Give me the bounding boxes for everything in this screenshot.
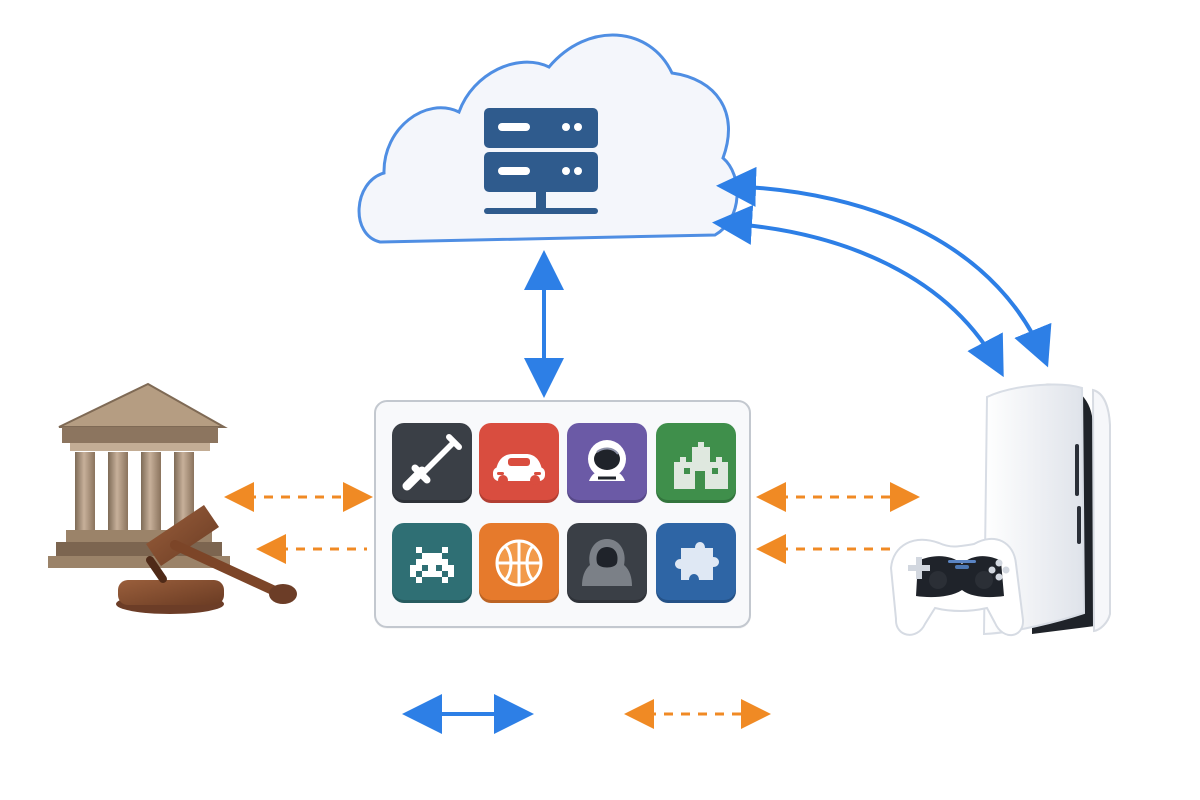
hooded-figure-icon	[582, 539, 632, 586]
space-invader-tile[interactable]	[392, 523, 472, 603]
astronaut-icon	[588, 440, 626, 481]
astronaut-tile[interactable]	[567, 423, 647, 503]
castle-tile[interactable]	[656, 423, 736, 503]
basketball-tile[interactable]	[479, 523, 559, 603]
cloud	[357, 33, 739, 244]
basketball-icon	[495, 539, 543, 587]
cloud-console-arrow-2	[712, 204, 1004, 378]
puzzle-tile[interactable]	[656, 523, 736, 603]
gavel	[116, 505, 297, 614]
car-icon	[493, 454, 545, 485]
hooded-figure-tile[interactable]	[567, 523, 647, 603]
sword-icon	[402, 434, 462, 491]
car-tile[interactable]	[479, 423, 559, 503]
controller	[889, 537, 1025, 636]
server-icon	[484, 108, 598, 214]
orange-dashed-arrows	[224, 482, 920, 564]
puzzle-piece-icon	[675, 542, 719, 580]
console-controller-icon	[889, 383, 1111, 636]
cloud-console-arrow-1	[716, 166, 1052, 368]
sword-tile[interactable]	[392, 423, 472, 503]
castle-icon	[674, 442, 728, 489]
space-invader-icon	[410, 547, 454, 583]
courthouse-gavel-icon	[48, 382, 297, 614]
blue-arrows	[524, 166, 1052, 398]
